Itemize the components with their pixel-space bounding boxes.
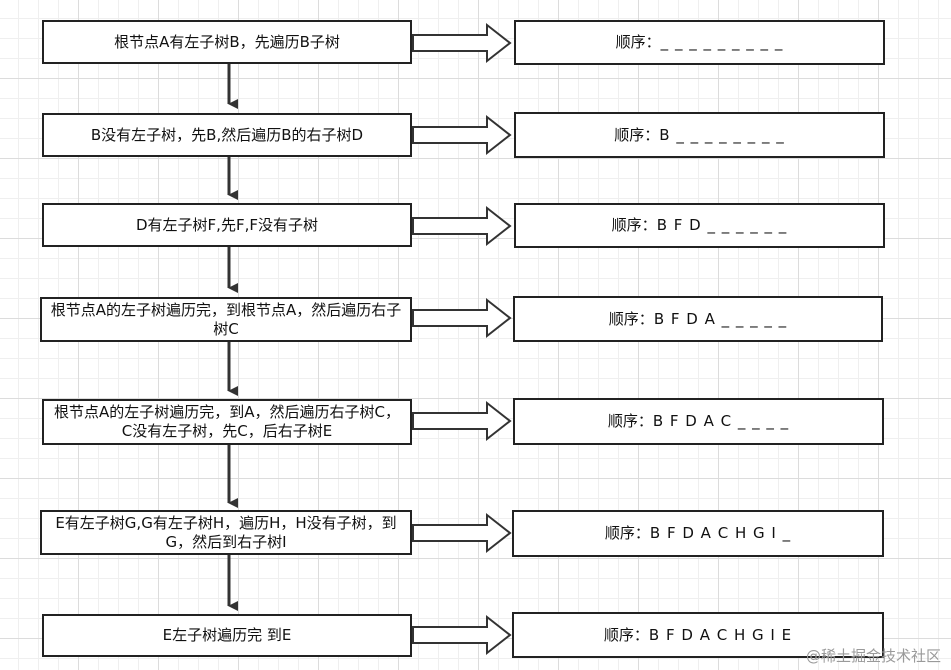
step-text-2: B没有左子树，先B,然后遍历B的右子树D (90, 125, 364, 144)
right-arrow-3 (412, 205, 512, 247)
step-box-1: 根节点A有左子树B，先遍历B子树 (42, 20, 412, 64)
step-box-5: 根节点A的左子树遍历完，到A，然后遍历右子树C，C没有左子树，先C，后右子树E (42, 399, 412, 445)
step-text-1: 根节点A有左子树B，先遍历B子树 (114, 32, 340, 51)
step-text-6: E有左子树G,G有左子树H，遍历H，H没有子树，到G，然后到右子树I (55, 513, 397, 551)
order-value-1: _ _ _ _ _ _ _ _ _ (660, 33, 784, 51)
order-label-1: 顺序： (615, 33, 661, 51)
order-value-4: B F D A _ _ _ _ _ (653, 309, 788, 328)
order-value-7: B F D A C H G I E (648, 625, 793, 644)
order-label-7: 顺序： (603, 625, 649, 644)
right-arrow-1 (412, 22, 512, 64)
order-label-5: 顺序： (607, 412, 653, 430)
step-text-5: 根节点A的左子树遍历完，到A，然后遍历右子树C，C没有左子树，先C，后右子树E (54, 403, 400, 440)
right-arrows (412, 22, 512, 656)
step-box-2: B没有左子树，先B,然后遍历B的右子树D (42, 113, 412, 157)
right-arrow-6 (412, 512, 512, 554)
order-label-3: 顺序： (611, 216, 657, 234)
order-value-3: B F D _ _ _ _ _ _ (656, 216, 788, 234)
step-box-4: 根节点A的左子树遍历完，到根节点A，然后遍历右子树C (40, 297, 412, 342)
step-text-7: E左子树遍历完 到E (162, 626, 292, 644)
right-arrow-5 (412, 400, 512, 442)
step-box-3: D有左子树F,先F,F没有子树 (42, 203, 412, 247)
step-box-6: E有左子树G,G有左子树H，遍历H，H没有子树，到G，然后到右子树I (40, 510, 412, 555)
order-box-3: 顺序：B F D _ _ _ _ _ _ (514, 203, 885, 248)
order-box-5: 顺序：B F D A C _ _ _ _ (513, 398, 884, 445)
step-text-3: D有左子树F,先F,F没有子树 (136, 215, 318, 234)
step-text-4: 根节点A的左子树遍历完，到根节点A，然后遍历右子树C (50, 300, 402, 338)
order-value-5: B F D A C _ _ _ _ (652, 412, 790, 430)
right-arrow-7 (412, 614, 512, 656)
watermark-text: @稀土掘金技术社区 (805, 647, 941, 665)
right-arrow-2 (412, 114, 512, 156)
order-box-2: 顺序：B _ _ _ _ _ _ _ _ (514, 112, 885, 158)
order-value-6: B F D A C H G I _ (649, 524, 792, 542)
step-box-7: E左子树遍历完 到E (42, 614, 412, 657)
order-box-4: 顺序：B F D A _ _ _ _ _ (513, 296, 883, 342)
order-label-6: 顺序： (604, 524, 650, 542)
right-arrow-4 (412, 297, 512, 339)
order-box-7: 顺序：B F D A C H G I E (512, 612, 884, 658)
order-value-2: B _ _ _ _ _ _ _ _ (659, 125, 785, 144)
order-label-4: 顺序： (608, 309, 654, 328)
order-box-1: 顺序：_ _ _ _ _ _ _ _ _ (514, 20, 885, 65)
order-box-6: 顺序：B F D A C H G I _ (512, 510, 884, 557)
order-label-2: 顺序： (614, 125, 660, 144)
